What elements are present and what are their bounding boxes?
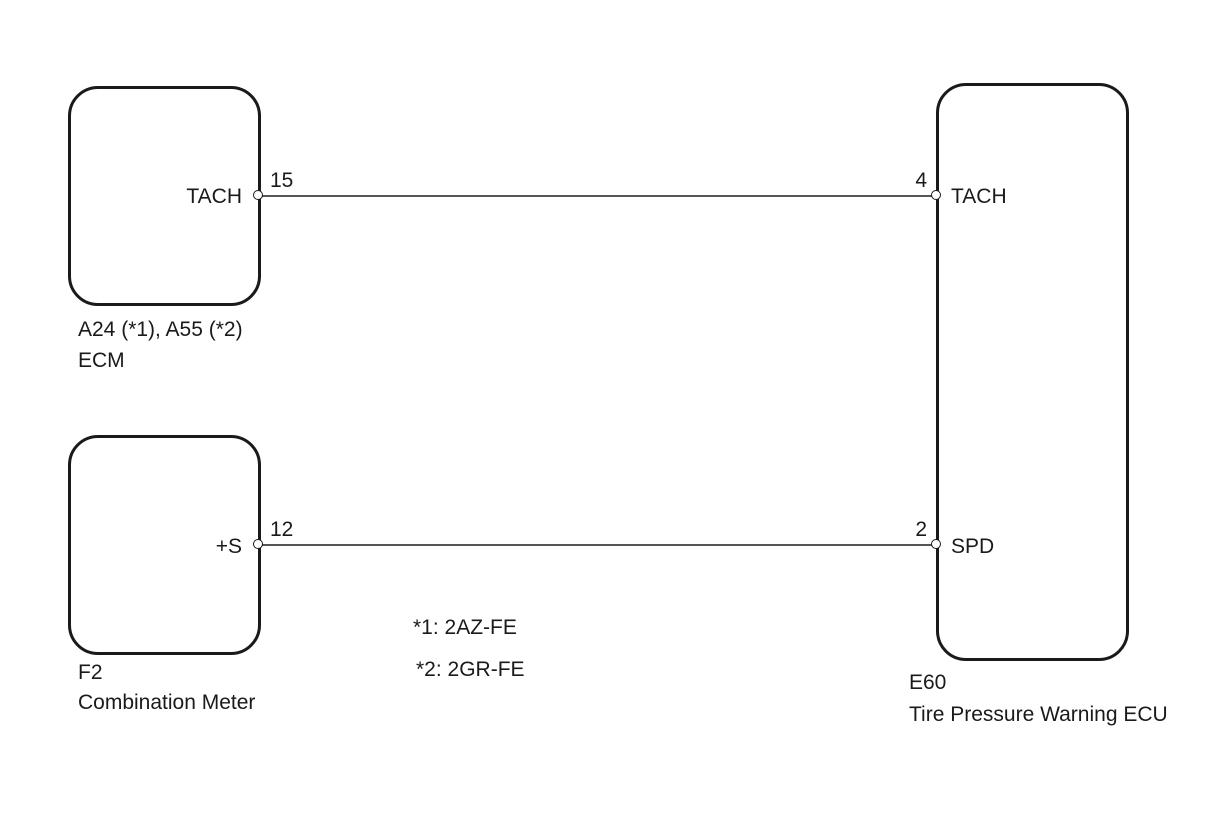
meter-connector-code: F2 [78,661,103,684]
tpw-name: Tire Pressure Warning ECU [909,703,1168,726]
note-2: *2: 2GR-FE [416,658,525,681]
tpw-connector-code: E60 [909,671,947,694]
ecm-tach-pin [253,190,263,200]
ecm-pin-number: 15 [270,169,294,192]
meter-s-pin [253,539,263,549]
tpw-tach-pin-number: 4 [915,169,927,192]
tach-wire [260,195,938,197]
speed-wire [260,544,938,546]
tpw-spd-pin-number: 2 [915,518,927,541]
meter-s-label: +S [215,535,242,558]
note-1: *1: 2AZ-FE [413,616,517,639]
meter-pin-number: 12 [270,518,294,541]
tpw-tach-label: TACH [951,185,1007,208]
tpw-ecu-box [936,83,1129,661]
ecm-tach-label: TACH [186,185,242,208]
meter-name: Combination Meter [78,691,256,714]
ecm-name: ECM [78,349,125,372]
tpw-tach-pin [931,190,941,200]
tpw-spd-pin [931,539,941,549]
combination-meter-box [68,435,261,655]
ecm-box [68,86,261,306]
tpw-spd-label: SPD [951,535,995,558]
ecm-connector-code: A24 (*1), A55 (*2) [78,318,243,341]
